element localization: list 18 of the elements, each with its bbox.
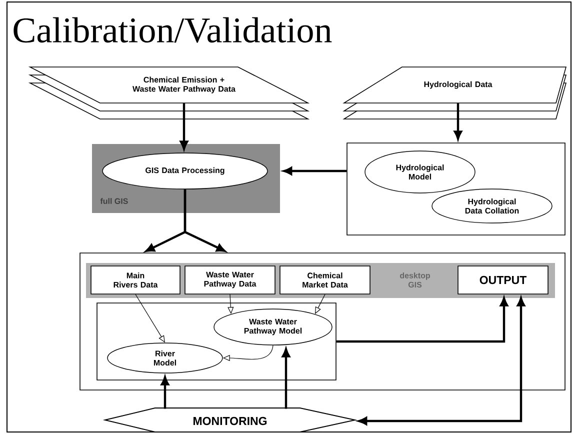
group-box <box>80 252 566 390</box>
arrow <box>358 297 526 426</box>
node-label: Chemical Emission + <box>144 76 224 83</box>
arrow <box>184 189 226 252</box>
arrow <box>336 297 508 343</box>
arrow <box>283 166 347 176</box>
arrow <box>228 294 234 314</box>
data-box: Waste Water Pathway Data <box>184 266 276 294</box>
group-box <box>346 142 566 236</box>
arrow <box>282 348 290 409</box>
title: Calibration/Validation <box>14 17 332 43</box>
data-box: Main Rivers Data <box>90 266 180 294</box>
arrow <box>454 103 462 140</box>
output-box: OUTPUT <box>458 266 548 294</box>
arrow <box>180 103 188 150</box>
arrow <box>160 376 170 409</box>
group-box <box>96 302 336 380</box>
data-box: Chemical Market Data <box>280 266 370 294</box>
